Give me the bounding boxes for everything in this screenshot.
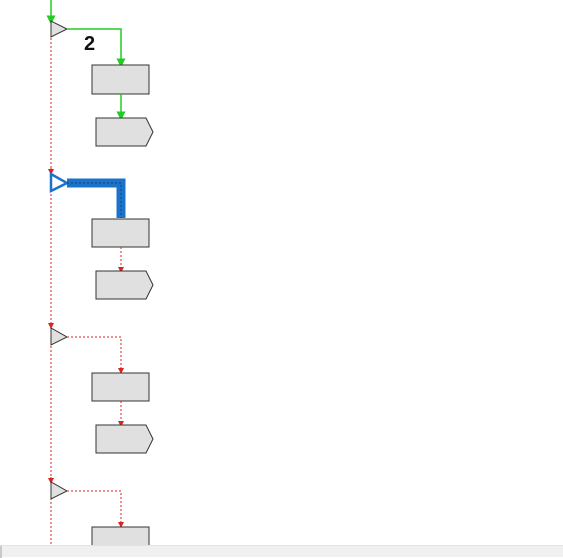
branch-2-connector-selected[interactable] [67, 178, 126, 218]
branch-4-decision-triangle[interactable] [50, 481, 69, 500]
branch-2-connector-core [67, 182, 122, 218]
branch-2-output-shape[interactable] [95, 270, 154, 300]
branch-1-connector [67, 28, 126, 68]
scrollbar-left-edge [0, 546, 2, 558]
branch-1-action-box[interactable] [91, 64, 150, 95]
branch-3-connector [67, 336, 124, 374]
branch-4-action-box[interactable] [91, 526, 150, 545]
branch-4-connector [67, 490, 124, 528]
branch-2-decision-triangle[interactable] [49, 171, 70, 194]
branch-1-output-shape[interactable] [95, 117, 154, 147]
branch-3-action-box[interactable] [91, 372, 150, 402]
branch-1: 2 [50, 20, 154, 147]
flow-diagram-canvas[interactable]: 2 [0, 0, 563, 545]
branch-3-output-shape[interactable] [95, 424, 154, 454]
branch-1-decision-triangle[interactable] [50, 20, 69, 38]
branch-2 [48, 168, 154, 300]
branch-2-action-box[interactable] [91, 218, 150, 248]
branch-3-decision-triangle[interactable] [50, 327, 69, 346]
horizontal-scrollbar[interactable] [0, 545, 563, 558]
branch-4 [48, 477, 150, 545]
flow-number-label: 2 [84, 33, 95, 55]
branch-3 [48, 322, 154, 454]
